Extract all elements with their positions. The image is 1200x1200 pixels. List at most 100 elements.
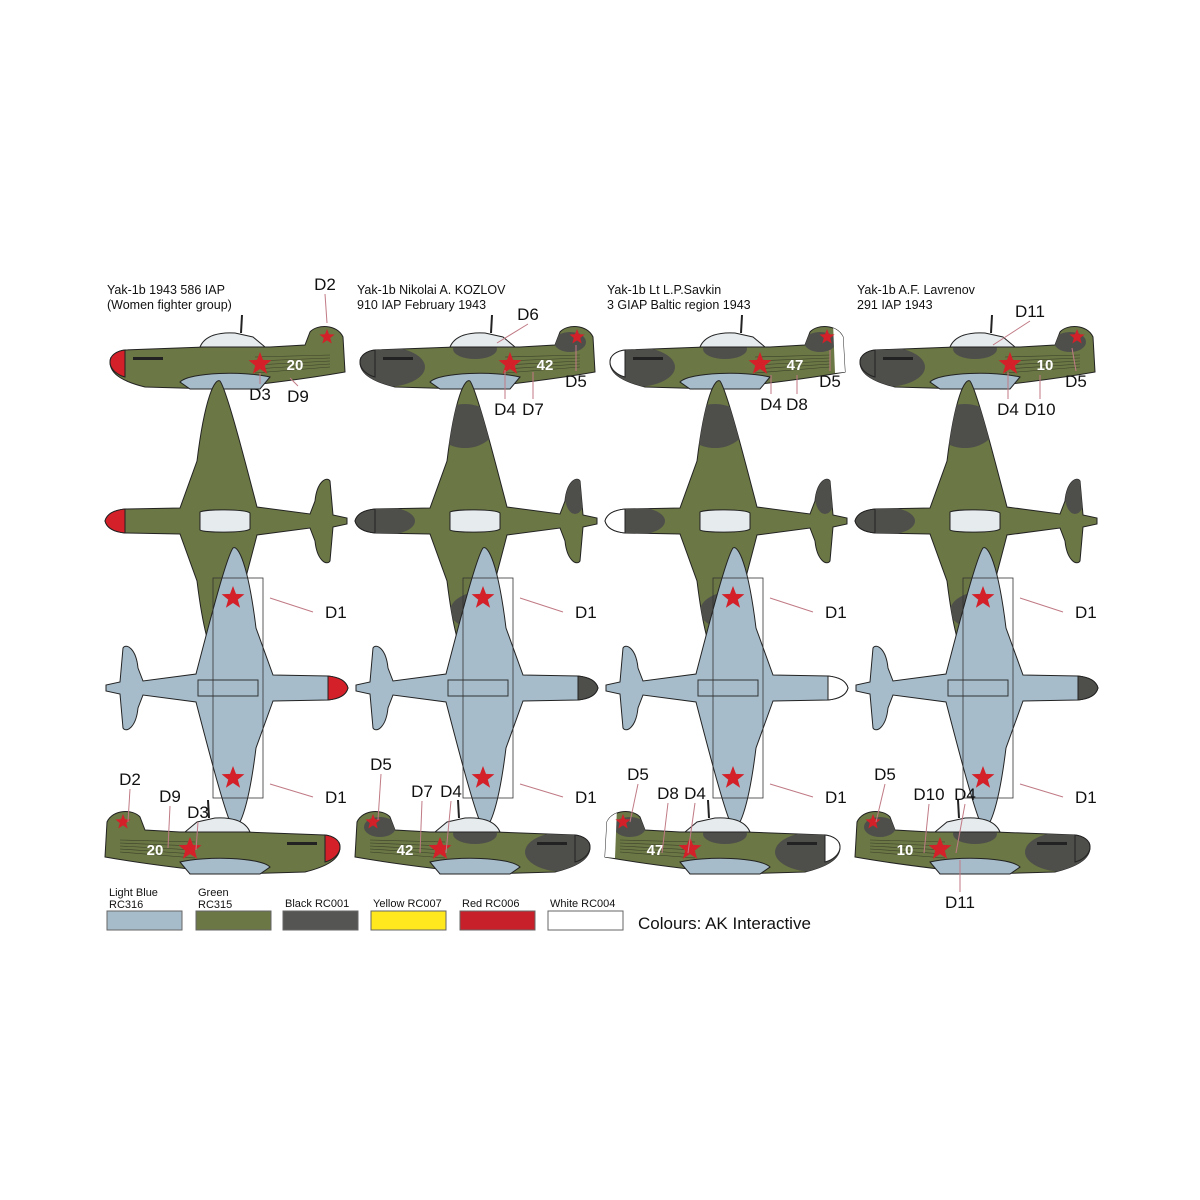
exhaust-stacks — [1037, 842, 1067, 845]
radiator-fairing — [929, 372, 1021, 390]
antenna-mast — [457, 799, 460, 819]
decal-callout: D1 — [325, 603, 347, 622]
panel-line — [1004, 366, 1081, 374]
camo-patch — [525, 832, 590, 872]
panel-line — [869, 839, 946, 843]
callout-line — [269, 783, 314, 798]
aircraft-number: 42 — [397, 842, 414, 859]
fuselage-star — [428, 837, 452, 859]
wing-star — [721, 766, 745, 788]
panel-line — [1004, 360, 1081, 366]
callout-line — [769, 597, 814, 613]
spinner — [824, 834, 841, 863]
decal-callout: D5 — [627, 765, 649, 784]
camo-patch — [815, 478, 835, 514]
panel-line — [869, 851, 946, 859]
flaps — [462, 577, 514, 799]
aircraft-title: Yak-1b A.F. Lavrenov — [857, 283, 976, 297]
callout-line — [955, 803, 966, 854]
radiator — [947, 679, 1009, 697]
wing-star — [471, 766, 495, 788]
top-side-group: 42 — [359, 314, 596, 390]
aircraft-title: Yak-1b 1943 586 IAP — [107, 283, 225, 297]
bottom-view — [855, 547, 1099, 829]
spinner — [104, 508, 126, 534]
decal-callout: D9 — [287, 387, 309, 406]
aircraft-title: (Women fighter group) — [107, 298, 232, 312]
aircraft-number: 10 — [897, 842, 914, 859]
canopy — [699, 332, 767, 348]
canopy — [683, 817, 751, 833]
colour-credit: Colours: AK Interactive — [638, 914, 811, 933]
panel-line — [619, 848, 696, 855]
decal-callout: D7 — [522, 400, 544, 419]
callout-line — [324, 293, 328, 324]
top-side-group: 10 — [859, 314, 1096, 390]
camo-patch — [935, 404, 995, 448]
decal-callout: D4 — [440, 782, 462, 801]
decal-callout: D6 — [517, 305, 539, 324]
decal-callout: D4 — [760, 395, 782, 414]
spinner — [359, 349, 376, 378]
spinner — [327, 675, 349, 701]
callout-line — [629, 783, 639, 823]
decal-callout: D1 — [825, 603, 847, 622]
panel-line — [754, 366, 831, 374]
aircraft-column-1: Yak-1b 1943 586 IAP(Women fighter group)… — [104, 275, 349, 875]
decal-callout: D8 — [786, 395, 808, 414]
canopy — [949, 332, 1017, 348]
panel-line — [504, 360, 581, 366]
bottom-view — [605, 547, 849, 829]
canopy — [699, 509, 751, 533]
aircraft-title: Yak-1b Lt L.P.Savkin — [607, 283, 721, 297]
callout-line — [289, 377, 299, 387]
panel-line — [619, 839, 696, 843]
lower-plan-group — [605, 547, 849, 829]
canopy — [183, 817, 251, 833]
swatch-label: Red RC006 — [462, 898, 519, 910]
swatch-label: Light Blue — [109, 887, 158, 899]
decal-callout: D1 — [325, 788, 347, 807]
rudder — [605, 811, 617, 858]
callout-line — [127, 788, 131, 823]
aircraft-number: 10 — [1037, 357, 1054, 374]
radiator-fairing — [929, 857, 1021, 875]
aircraft-number: 47 — [787, 357, 804, 374]
fuselage-star — [928, 837, 952, 859]
spinner — [354, 508, 376, 534]
colour-swatch — [106, 910, 183, 931]
antenna-mast — [490, 314, 493, 334]
side-view-top — [609, 314, 846, 390]
decal-callout: D9 — [159, 787, 181, 806]
panel-line — [254, 366, 331, 374]
camo-patch — [685, 404, 745, 448]
panel-line — [369, 845, 446, 851]
panel-line — [369, 851, 446, 859]
panel-line — [619, 851, 696, 859]
callout-line — [195, 821, 199, 851]
exhaust-stacks — [133, 357, 163, 360]
decal-callout: D3 — [249, 385, 271, 404]
antenna-mast — [740, 314, 743, 334]
callout-line — [377, 773, 382, 821]
canopy — [933, 817, 1001, 833]
fuselage-star — [748, 352, 772, 374]
canopy — [949, 509, 1001, 533]
panel-line — [119, 848, 196, 855]
upper-plan-group — [104, 380, 348, 662]
exhaust-stacks — [633, 357, 663, 360]
wing-star — [471, 586, 495, 608]
decal-callout: D11 — [1015, 302, 1045, 321]
aircraft-title: 3 GIAP Baltic region 1943 — [607, 298, 751, 312]
panel-line — [619, 845, 696, 851]
callout-line — [769, 783, 814, 798]
decal-callout: D5 — [370, 755, 392, 774]
decal-callout: D2 — [119, 770, 141, 789]
canopy — [449, 509, 501, 533]
tail-star — [115, 814, 131, 829]
callout-line — [1019, 597, 1064, 613]
spinner — [827, 675, 849, 701]
bottom-side-group: 42 — [354, 799, 591, 875]
